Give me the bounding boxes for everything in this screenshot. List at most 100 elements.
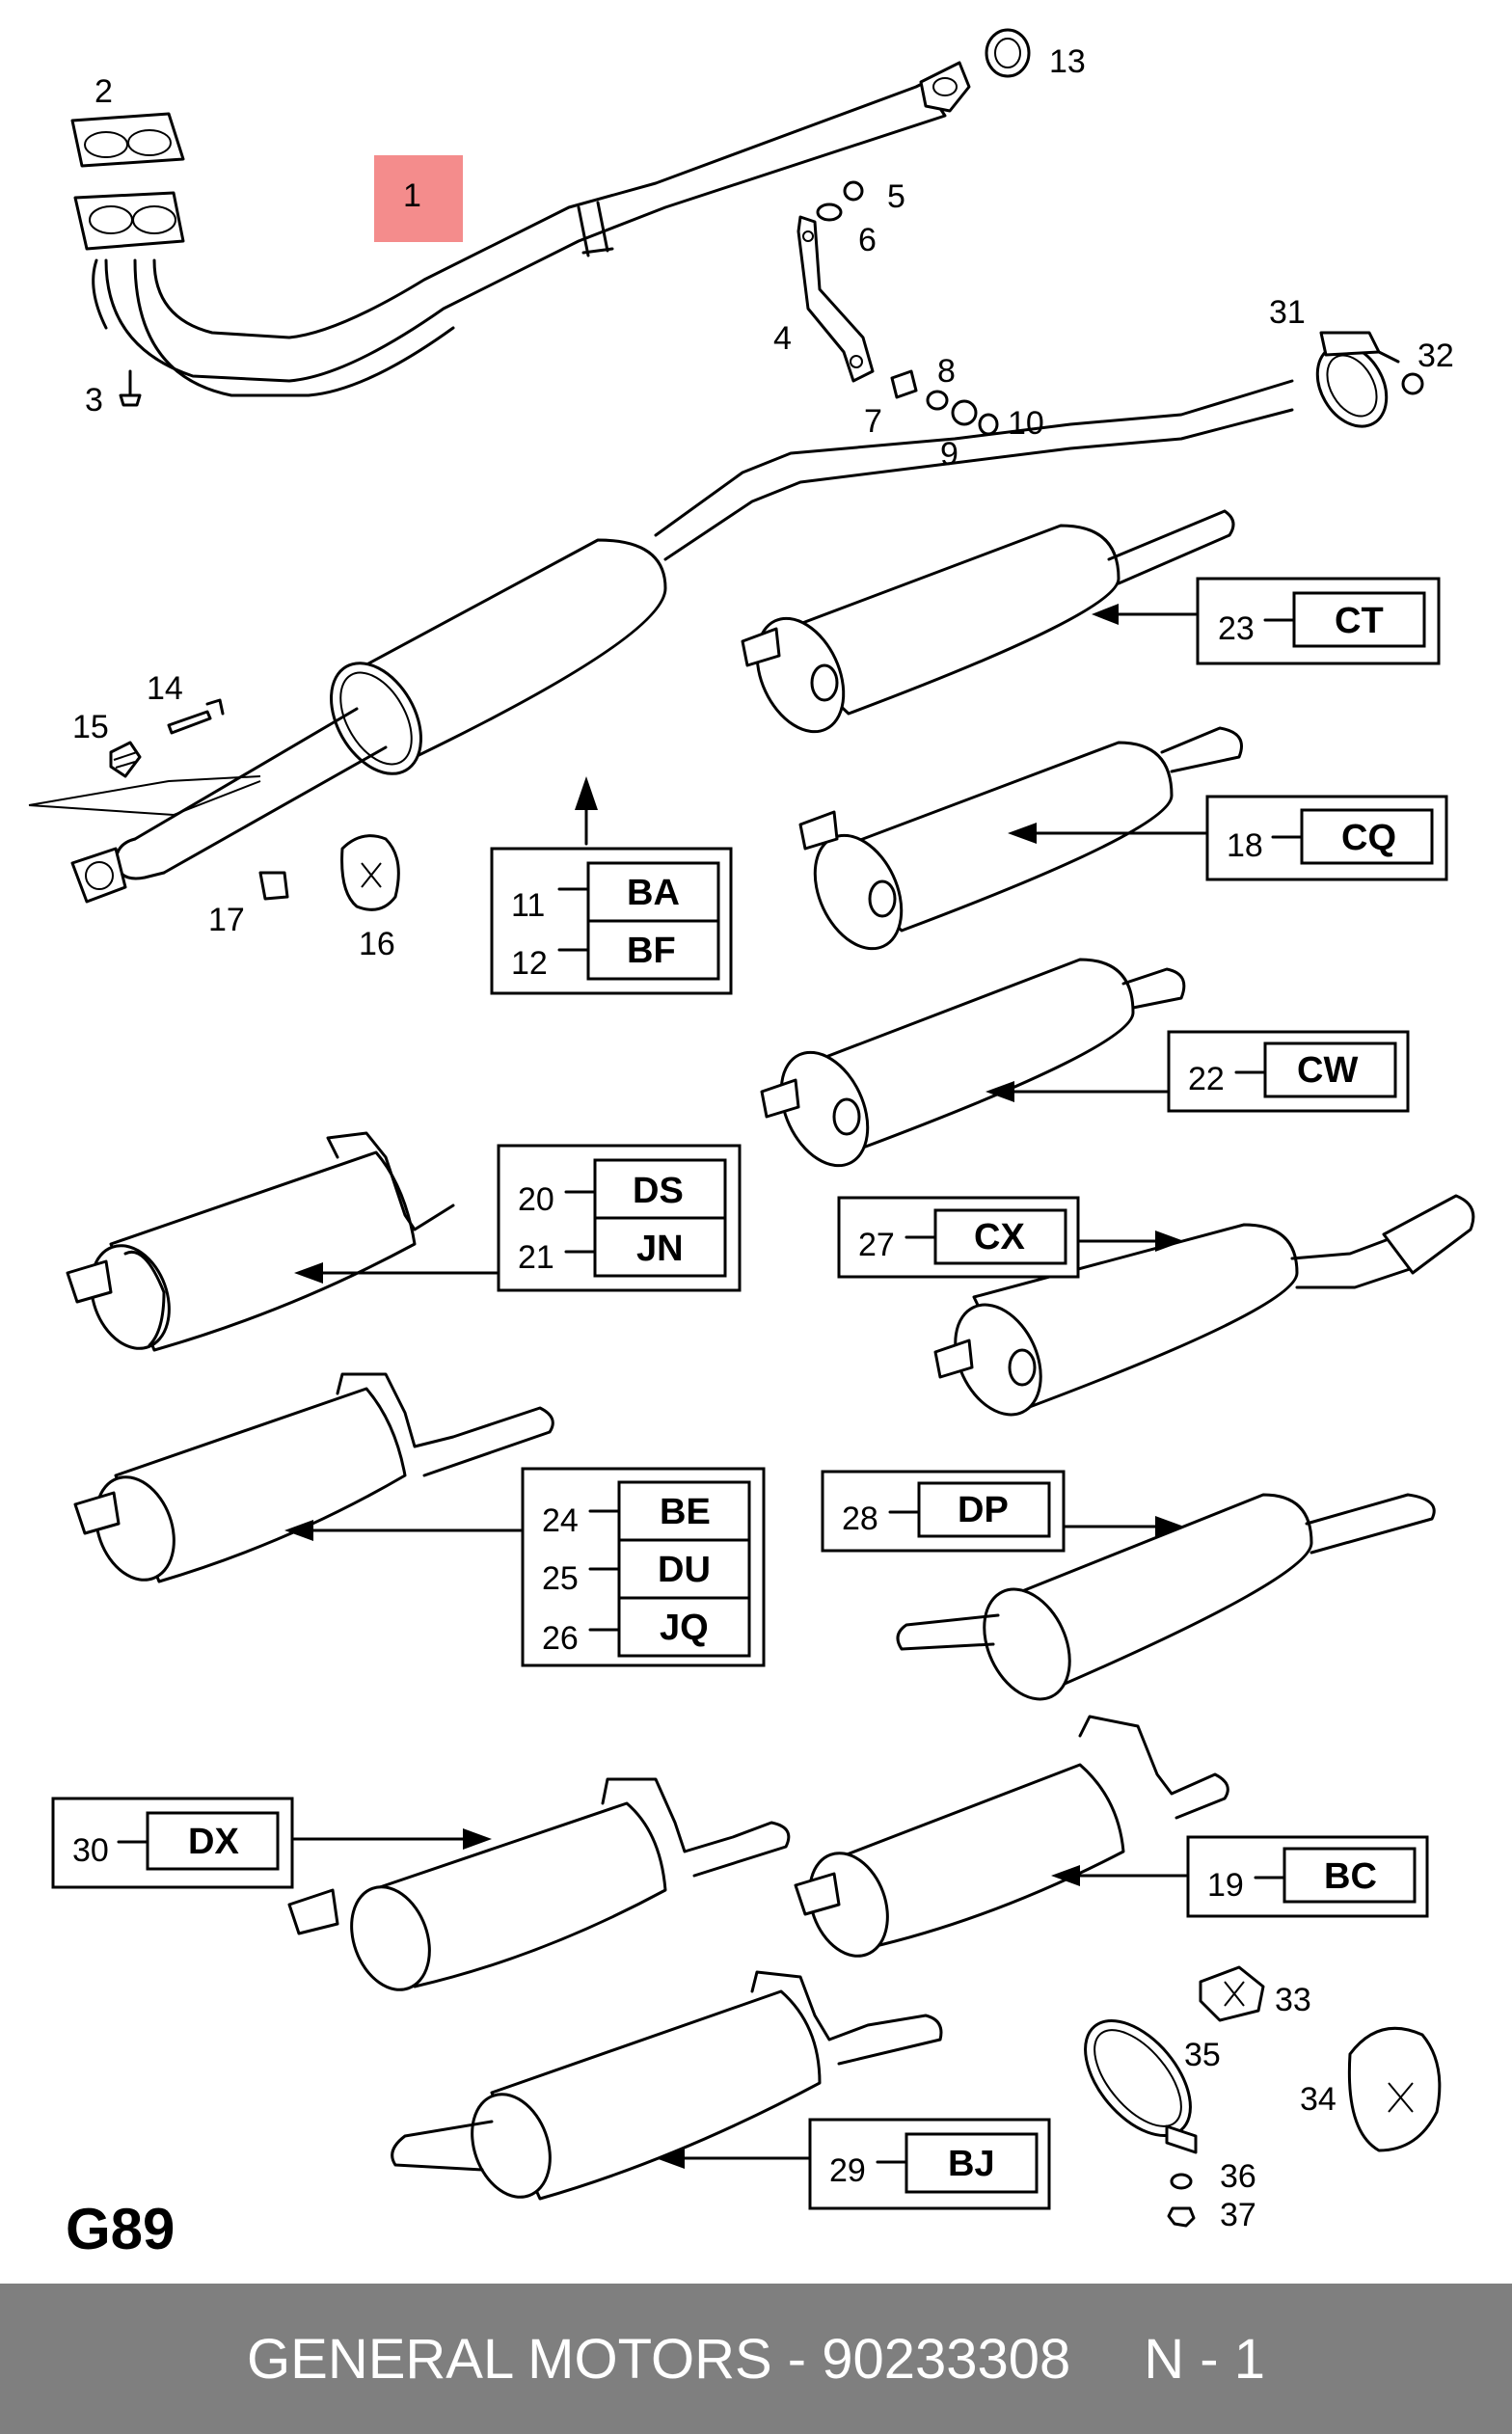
- bolt-part-3: [119, 369, 142, 407]
- callout-30-dx: 30 DX: [51, 1797, 294, 1889]
- callout-code: JN: [636, 1229, 684, 1269]
- middle-pipe-muffler-part-11: [70, 379, 1294, 904]
- callout-code: DP: [958, 1490, 1009, 1530]
- callout-number: 24: [542, 1502, 579, 1539]
- label-part-35: 35: [1184, 2037, 1221, 2073]
- callout-18-cq: 18 CQ: [1205, 795, 1448, 881]
- seal-ring-part-13: [985, 28, 1031, 78]
- nut-part-37: [1167, 2206, 1196, 2228]
- label-part-37: 37: [1220, 2197, 1256, 2233]
- callout-23-ct: 23 CT: [1196, 577, 1441, 665]
- callout-code: CT: [1335, 601, 1384, 641]
- label-part-16: 16: [359, 926, 395, 962]
- callout-number: 11: [511, 887, 545, 924]
- footer-suffix: N - 1: [1144, 2327, 1265, 2391]
- hanger-part-16: [340, 834, 400, 911]
- label-part-15: 15: [72, 709, 109, 745]
- callout-22-cw: 22 CW: [1167, 1030, 1410, 1113]
- label-part-13: 13: [1049, 43, 1086, 80]
- callout-arrows: [284, 604, 1207, 2169]
- clamp-part-31: [1315, 331, 1400, 428]
- callout-number: 29: [829, 2152, 866, 2189]
- callout-code: BC: [1324, 1856, 1377, 1897]
- label-part-17: 17: [208, 902, 245, 938]
- callout-24-25-26: 24 BE 25 DU 26 JQ: [521, 1467, 766, 1667]
- muffler-part-23: [741, 509, 1235, 734]
- muffler-part-28: [896, 1493, 1436, 1701]
- callout-code: JQ: [660, 1608, 709, 1648]
- rear-muffler-part-30: [287, 1777, 791, 1991]
- hanger-part-34: [1347, 2026, 1442, 2152]
- nut-part-32: [1401, 372, 1424, 395]
- footer-bar: GENERAL MOTORS - 90233308 N - 1: [0, 2284, 1512, 2434]
- callout-code: BF: [627, 931, 676, 971]
- fasteners-parts-5-10: [816, 180, 999, 436]
- stud-part-14: [167, 698, 225, 735]
- label-part-5: 5: [887, 178, 905, 215]
- callout-20-21: 20 DS 21 JN: [497, 1144, 742, 1292]
- muffler-part-27: [933, 1194, 1475, 1417]
- callout-code: DS: [633, 1171, 684, 1211]
- callout-number: 21: [518, 1239, 554, 1276]
- washer-part-36: [1170, 2173, 1193, 2190]
- callout-number: 28: [842, 1501, 878, 1537]
- hanger-part-33: [1199, 1965, 1265, 2022]
- callout-number: 23: [1218, 610, 1255, 647]
- spring-part-15: [109, 741, 142, 778]
- label-part-34: 34: [1300, 2081, 1336, 2118]
- clip-part-17: [258, 871, 289, 901]
- arrow-head-11: [575, 776, 598, 810]
- callout-number: 19: [1207, 1867, 1244, 1904]
- callout-number: 22: [1188, 1061, 1225, 1097]
- label-part-14: 14: [147, 670, 183, 707]
- label-part-9: 9: [940, 436, 958, 473]
- label-part-36: 36: [1220, 2158, 1256, 2195]
- rear-muffler-part-20: [66, 1131, 455, 1352]
- callout-code: BJ: [948, 2144, 995, 2184]
- rear-muffler-part-24: [73, 1372, 554, 1583]
- callout-code: CQ: [1341, 818, 1396, 858]
- label-part-1: 1: [403, 177, 421, 214]
- label-part-10: 10: [1008, 405, 1044, 442]
- callout-number: 26: [542, 1620, 579, 1657]
- callout-code: CW: [1297, 1050, 1358, 1091]
- label-part-6: 6: [858, 222, 877, 258]
- callout-code: BA: [627, 873, 680, 913]
- clamp-part-35: [1084, 2019, 1198, 2154]
- callout-11-12: 11 BA 12 BF: [490, 847, 733, 995]
- callout-number: 12: [511, 945, 548, 982]
- rear-muffler-part-19: [794, 1715, 1229, 1958]
- label-part-8: 8: [937, 353, 956, 390]
- rear-muffler-part-29: [391, 1970, 943, 2201]
- page-code: G89: [66, 2197, 175, 2261]
- label-part-2: 2: [94, 73, 113, 110]
- callout-27-cx: 27 CX: [837, 1196, 1080, 1279]
- muffler-part-18: [798, 726, 1243, 951]
- exhaust-parts-diagram: 1 2 3 4 5 6 7 8 9 10 13 14 15 16 17 31 3…: [28, 28, 1475, 2261]
- footer-text: GENERAL MOTORS - 90233308: [247, 2327, 1071, 2391]
- bracket-part-4: [796, 215, 875, 383]
- callout-code: BE: [660, 1492, 711, 1532]
- part-1-highlight: [374, 155, 463, 242]
- muffler-part-22: [760, 958, 1186, 1168]
- gasket-part-2: [70, 112, 185, 168]
- label-part-7: 7: [864, 403, 882, 440]
- callout-number: 30: [72, 1832, 109, 1869]
- callout-28-dp: 28 DP: [821, 1470, 1066, 1553]
- label-part-4: 4: [773, 320, 792, 357]
- label-part-33: 33: [1275, 1982, 1311, 2018]
- callout-19-bc: 19 BC: [1186, 1835, 1429, 1918]
- cut-line: [28, 775, 261, 817]
- callout-number: 27: [858, 1227, 895, 1263]
- label-part-3: 3: [85, 382, 103, 419]
- callout-29-bj: 29 BJ: [808, 2118, 1051, 2210]
- callout-code: DX: [188, 1822, 239, 1862]
- label-part-31: 31: [1269, 294, 1306, 331]
- callout-code: DU: [658, 1550, 711, 1590]
- callout-number: 18: [1227, 827, 1263, 864]
- callout-code: CX: [974, 1217, 1025, 1258]
- callout-number: 25: [542, 1560, 579, 1597]
- callout-number: 20: [518, 1181, 554, 1218]
- front-pipe-part-1: [73, 61, 971, 397]
